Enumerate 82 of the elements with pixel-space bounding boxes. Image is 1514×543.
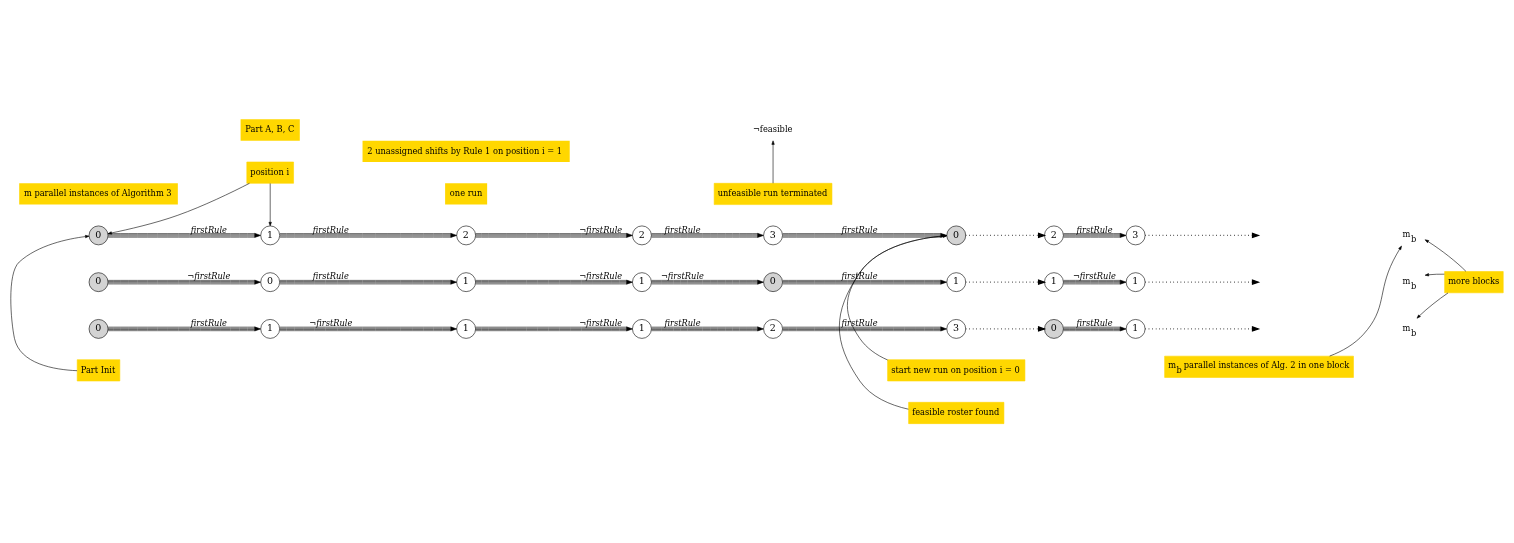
edge-label: firstRule — [312, 224, 349, 235]
node-circle: 1 — [260, 225, 280, 246]
edge-label: ¬firstRule — [309, 318, 353, 329]
arrow — [1329, 245, 1402, 357]
node-circle: 0 — [88, 319, 109, 339]
arrow — [771, 140, 775, 184]
node-circle: 0 — [946, 225, 967, 246]
arrow — [782, 326, 947, 332]
node-circle: 3 — [946, 319, 967, 339]
node-circle: 2 — [632, 225, 652, 246]
node-circle: 1 — [1125, 319, 1146, 339]
arrow — [1063, 279, 1127, 285]
arrow — [965, 279, 1047, 286]
node-circle: 1 — [456, 319, 476, 339]
node-circle: 1 — [632, 272, 652, 292]
label: 2 unassigned shifts by Rule 1 on position i = 1 — [367, 145, 562, 156]
edge-label: ¬firstRule — [660, 271, 704, 282]
edge-label: firstRule — [190, 318, 227, 329]
edge-label: firstRule — [312, 271, 349, 282]
arrow — [1424, 239, 1467, 272]
arrow — [1144, 232, 1261, 239]
arrow — [1063, 326, 1127, 332]
node-circle: 0 — [88, 272, 109, 292]
arrow — [279, 326, 457, 332]
node-box: start new run on position i = 0 — [887, 359, 1026, 382]
node-circle: 3 — [763, 225, 783, 246]
node-text: ¬feasible — [752, 124, 793, 135]
node-circle: 0 — [88, 225, 109, 246]
edge-label: firstRule — [1076, 224, 1113, 235]
edge-label: firstRule — [841, 224, 878, 235]
arrow — [965, 326, 1047, 332]
node-circle: 2 — [456, 225, 476, 246]
arrow — [10, 235, 90, 371]
arrow — [107, 326, 261, 332]
arrow — [1144, 326, 1261, 332]
edge-label: firstRule — [1076, 318, 1113, 329]
node-circle: 2 — [1044, 225, 1064, 246]
node-circle: 0 — [260, 272, 280, 292]
label: Part A, B, C — [245, 124, 295, 135]
edge-label: firstRule — [841, 318, 878, 329]
edge-label: ¬firstRule — [1072, 271, 1116, 282]
node-box: unfeasible run terminated — [713, 183, 833, 205]
node-circle: 0 — [1044, 319, 1064, 339]
edge-label: firstRule — [664, 224, 701, 235]
arrow — [475, 326, 633, 332]
edge-label: firstRule — [190, 224, 227, 235]
arrow — [965, 232, 1047, 239]
node-circle: 0 — [763, 272, 783, 292]
arrow — [1144, 279, 1261, 286]
node-circle: 2 — [763, 319, 783, 339]
arrow — [279, 279, 457, 285]
arrow — [1424, 273, 1445, 277]
arrow — [782, 279, 947, 285]
node-circle: 1 — [632, 319, 652, 339]
arrow — [475, 233, 633, 238]
arrow — [107, 279, 261, 285]
edge-label: ¬firstRule — [187, 271, 231, 282]
node-circle: 1 — [260, 319, 280, 339]
arrow — [1416, 292, 1449, 319]
node-circle: 1 — [456, 272, 476, 292]
label: one run — [449, 188, 483, 199]
arrow — [279, 233, 457, 238]
node-circle: 1 — [1044, 272, 1064, 292]
edge-label: firstRule — [664, 318, 701, 329]
edge-label: ¬firstRule — [579, 318, 623, 329]
node-box: feasible roster found — [908, 402, 1005, 424]
arrow — [475, 279, 633, 285]
edge-label: firstRule — [841, 271, 878, 282]
edge-label: ¬firstRule — [579, 271, 623, 282]
node-box: more blocks — [1444, 271, 1504, 294]
node-circle: 3 — [1125, 225, 1146, 246]
node-circle: 1 — [1125, 272, 1146, 292]
arrow — [651, 279, 764, 285]
arrow — [651, 233, 764, 238]
arrow — [651, 326, 764, 332]
label: m parallel instances of Algorithm 3 — [23, 188, 172, 199]
arrow — [1063, 233, 1127, 238]
node-box: Part Init — [76, 359, 121, 382]
node-box: position i — [246, 161, 294, 184]
arrow — [268, 183, 272, 227]
edge-label: ¬firstRule — [579, 224, 623, 235]
node-circle: 1 — [946, 272, 967, 292]
